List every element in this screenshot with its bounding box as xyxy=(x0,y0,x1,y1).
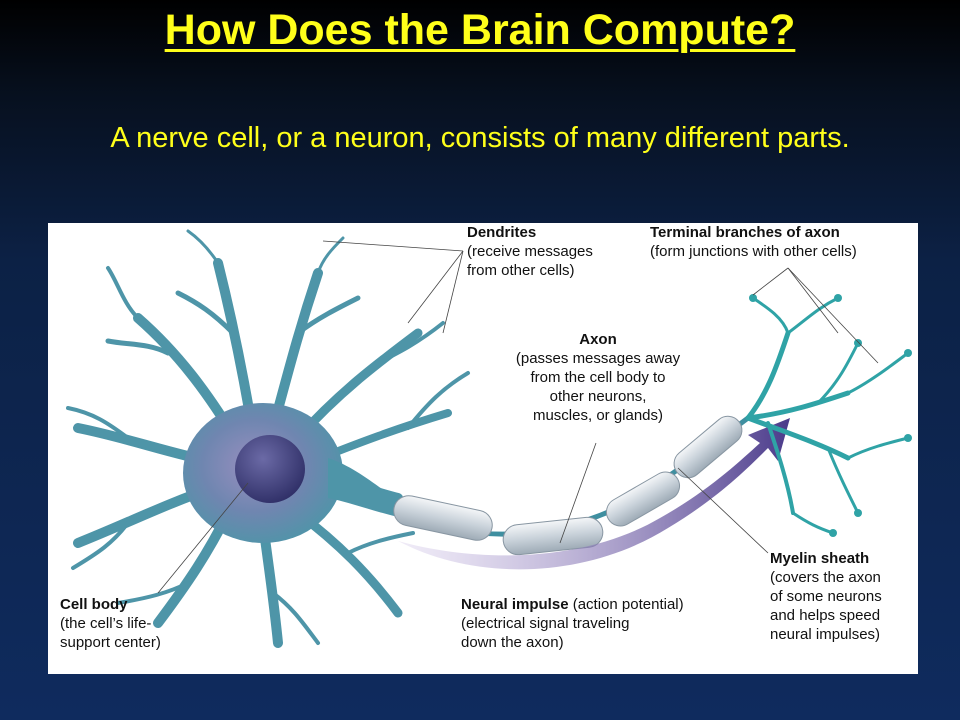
nucleus-shape xyxy=(235,435,305,503)
neuron-diagram: Dendrites (receive messages from other c… xyxy=(48,223,918,674)
neural-impulse-desc-2: down the axon) xyxy=(461,634,564,651)
neural-impulse-desc-1: (electrical signal traveling xyxy=(461,615,630,632)
dendrites-desc-1: (receive messages xyxy=(467,243,593,260)
synaptic-terminals xyxy=(749,294,912,537)
cell-body-name: Cell body xyxy=(60,596,128,613)
myelin-sheath-name: Myelin sheath xyxy=(770,550,870,567)
neural-impulse-name: Neural impulse xyxy=(461,596,569,613)
myelin-segments xyxy=(393,415,743,556)
myelin-sheath-desc-4: neural impulses) xyxy=(770,626,881,643)
dendrites-name: Dendrites xyxy=(467,224,537,241)
terminal-branches-label: Terminal branches of axon (form junction… xyxy=(650,223,857,261)
myelin-sheath-desc-3: and helps speed xyxy=(770,607,881,624)
terminal-branches-desc-1: (form junctions with other cells) xyxy=(650,243,857,260)
axon-label: Axon (passes messages away from the cell… xyxy=(493,330,703,425)
neuron-illustration xyxy=(66,229,912,648)
cell-body-desc-2: support center) xyxy=(60,634,161,651)
slide-subtitle: A nerve cell, or a neuron, consists of m… xyxy=(110,122,850,154)
axon-hillock-shape xyxy=(328,458,403,518)
cell-body-label: Cell body (the cell’s life- support cent… xyxy=(60,595,161,652)
dendrites-label: Dendrites (receive messages from other c… xyxy=(467,223,593,280)
slide-title: How Does the Brain Compute? xyxy=(164,6,796,54)
myelin-sheath-desc-2: of some neurons xyxy=(770,588,882,605)
cell-body-desc-1: (the cell’s life- xyxy=(60,615,152,632)
leader-lines xyxy=(157,240,879,594)
axon-desc-2: from the cell body to xyxy=(530,369,666,386)
terminal-branches-shape xyxy=(745,296,910,535)
impulse-arrow-shape xyxy=(398,418,790,570)
neural-impulse-label: Neural impulse (action potential) (elect… xyxy=(461,595,684,652)
neural-impulse-desc-inline: (action potential) xyxy=(568,596,684,613)
terminal-branches-name: Terminal branches of axon xyxy=(650,224,840,241)
axon-name: Axon xyxy=(579,331,617,348)
axon-desc-4: muscles, or glands) xyxy=(532,407,664,424)
myelin-sheath-desc-1: (covers the axon xyxy=(770,569,881,586)
myelin-sheath-label: Myelin sheath (covers the axon of some n… xyxy=(770,549,882,644)
axon-desc-3: other neurons, xyxy=(549,388,647,405)
axon-desc-1: (passes messages away xyxy=(515,350,681,367)
dendrites-desc-2: from other cells) xyxy=(467,262,575,279)
